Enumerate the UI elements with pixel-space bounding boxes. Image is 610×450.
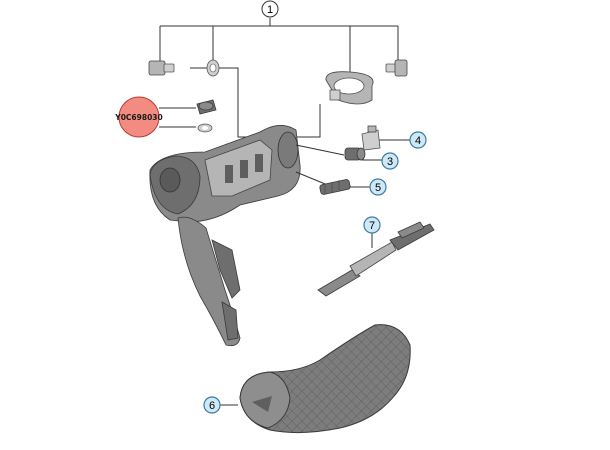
svg-text:Y0C698030: Y0C698030 bbox=[114, 113, 162, 122]
callout-3-leader bbox=[295, 144, 345, 156]
spring-part[interactable] bbox=[319, 179, 351, 195]
washer-part[interactable] bbox=[206, 59, 220, 77]
bushing-part[interactable] bbox=[344, 147, 366, 161]
callout-1[interactable]: 1 bbox=[261, 0, 279, 18]
bleed-screw-part[interactable] bbox=[361, 125, 381, 151]
tool-part[interactable] bbox=[317, 221, 435, 297]
callout-5-leader-a bbox=[295, 171, 331, 187]
callout-6[interactable]: 6 bbox=[203, 396, 221, 414]
svg-text:5: 5 bbox=[375, 182, 381, 194]
clamp-band-part[interactable] bbox=[325, 71, 374, 105]
small-nut-part[interactable] bbox=[196, 99, 217, 115]
callout-4[interactable]: 4 bbox=[409, 131, 427, 149]
highlighted-part-callout[interactable]: Y0C698030 bbox=[114, 96, 196, 138]
svg-text:1: 1 bbox=[267, 4, 273, 16]
callout-5[interactable]: 5 bbox=[369, 178, 387, 196]
small-washer-part[interactable] bbox=[197, 123, 213, 133]
svg-text:6: 6 bbox=[209, 400, 215, 412]
clamp-bolt-part[interactable] bbox=[385, 59, 408, 77]
hood-cover-part[interactable] bbox=[239, 324, 411, 434]
svg-text:3: 3 bbox=[387, 156, 393, 168]
screw-part[interactable] bbox=[148, 60, 175, 76]
svg-text:4: 4 bbox=[415, 135, 421, 147]
svg-text:7: 7 bbox=[369, 220, 375, 232]
callout-7[interactable]: 7 bbox=[363, 216, 381, 234]
shift-lever-body[interactable] bbox=[149, 125, 301, 347]
callout-3[interactable]: 3 bbox=[381, 152, 399, 170]
